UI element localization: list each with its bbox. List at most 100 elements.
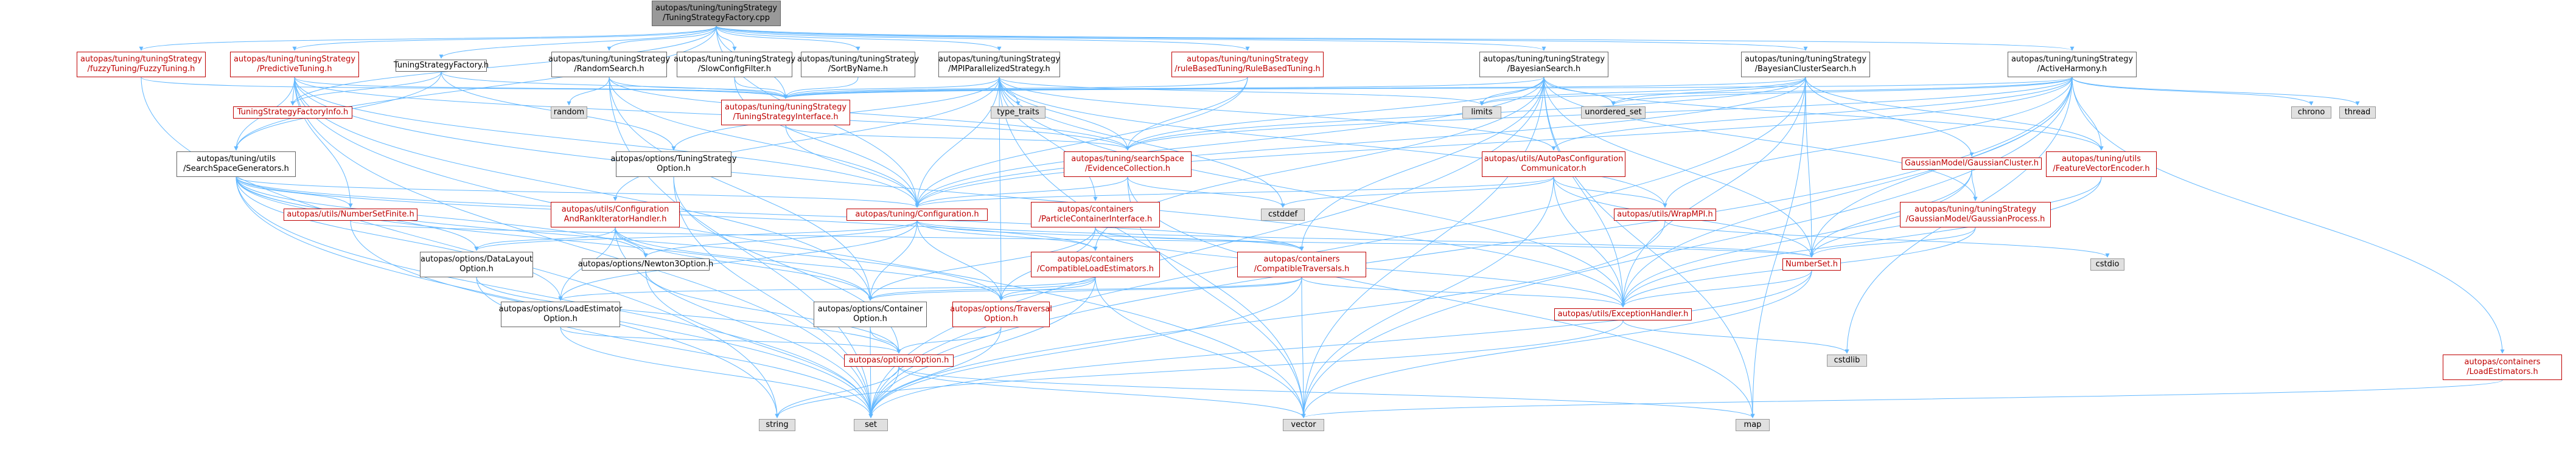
edge-traversalopt-to-set <box>868 327 1002 418</box>
edge-bayescluster-to-unorderedset <box>1611 77 1806 106</box>
edge-datalayout-to-option <box>476 277 901 354</box>
graph-node-numbersetfinite[interactable]: autopas/utils/NumberSetFinite.h <box>284 209 417 221</box>
edge-root-to-factoryh <box>439 26 717 59</box>
graph-node-typetraits: type_traits <box>991 106 1045 119</box>
graph-node-label: AndRankIteratorHandler.h <box>564 215 667 224</box>
graph-node-label: /LoadEstimators.h <box>2466 367 2538 376</box>
edge-root-to-fuzzy <box>139 26 717 51</box>
edge-evidence-to-cstddef <box>1127 176 1285 208</box>
graph-node-label: autopas/tuning/utils <box>2061 154 2141 164</box>
edge-configuration-to-loadestopt <box>558 220 918 301</box>
edge-bayescluster-to-exception <box>1621 77 1806 308</box>
graph-node-label: /BayesianClusterSearch.h <box>1754 64 1857 74</box>
graph-node-label: /ruleBasedTuning/RuleBasedTuning.h <box>1175 64 1321 74</box>
graph-node-label: /FeatureVectorEncoder.h <box>2053 164 2150 173</box>
graph-node-factoryh[interactable]: TuningStrategyFactory.h <box>394 60 489 72</box>
graph-node-label: string <box>766 420 789 429</box>
graph-node-bayescluster[interactable]: autopas/tuning/tuningStrategy/BayesianCl… <box>1741 52 1870 77</box>
edge-rulebased-to-evidence <box>1125 77 1248 151</box>
edge-random-to-tsi <box>609 77 788 99</box>
graph-node-ssg[interactable]: autopas/tuning/utils/SearchSpaceGenerato… <box>176 151 296 177</box>
edge-bayes-to-featurevec <box>1543 77 2104 151</box>
graph-node-label: Option.h <box>853 314 887 324</box>
graph-node-label: /MPIParallelizedStrategy.h <box>948 64 1050 74</box>
graph-node-wrapmpi[interactable]: autopas/utils/WrapMPI.h <box>1614 209 1716 221</box>
graph-node-option[interactable]: autopas/options/Option.h <box>844 355 954 367</box>
graph-node-tsi[interactable]: autopas/tuning/tuningStrategy/TuningStra… <box>721 100 850 125</box>
edge-bayes-to-vector <box>1301 77 1545 418</box>
graph-node-newton3[interactable]: autopas/options/Newton3Option.h <box>578 258 713 271</box>
graph-node-label: autopas/utils/AutoPasConfiguration <box>1484 154 1624 164</box>
graph-node-label: /GaussianModel/GaussianProcess.h <box>1905 215 2045 224</box>
edge-active-to-thread <box>2072 77 2360 106</box>
graph-node-mpi[interactable]: autopas/tuning/tuningStrategy/MPIParalle… <box>938 52 1060 77</box>
graph-node-featurevec[interactable]: autopas/tuning/utils/FeatureVectorEncode… <box>2046 151 2157 177</box>
edge-bayes-to-set <box>868 77 1545 418</box>
graph-node-label: /CompatibleLoadEstimators.h <box>1037 265 1154 274</box>
graph-node-configuration[interactable]: autopas/tuning/Configuration.h <box>846 209 988 221</box>
graph-node-factoryinfo[interactable]: TuningStrategyFactoryInfo.h <box>233 106 352 119</box>
graph-node-label: autopas/tuning/tuningStrategy <box>797 55 920 64</box>
edge-predictive-to-tsi <box>294 77 788 99</box>
edge-mpi-to-wrapmpi <box>999 77 1667 208</box>
graph-node-fuzzy[interactable]: autopas/tuning/tuningStrategy/fuzzyTunin… <box>77 52 206 77</box>
edge-newton3-to-set <box>645 270 873 418</box>
edge-ssg-to-configuration <box>236 176 920 208</box>
edge-mpi-to-autopasconfcomm <box>999 77 1556 151</box>
graph-node-sortbyname[interactable]: autopas/tuning/tuningStrategy/SortByName… <box>797 52 919 77</box>
edge-bayescluster-to-tsi <box>783 77 1806 99</box>
edge-predictive-to-containeropt <box>294 77 873 301</box>
graph-node-bayes[interactable]: autopas/tuning/tuningStrategy/BayesianSe… <box>1479 52 1608 77</box>
graph-node-rulebased[interactable]: autopas/tuning/tuningStrategy/ruleBasedT… <box>1171 52 1324 77</box>
edge-autopasconfcomm-to-wrapmpi <box>1553 176 1667 208</box>
graph-node-evidence[interactable]: autopas/tuning/searchSpace/EvidenceColle… <box>1064 151 1192 177</box>
edge-ssg-to-traversalopt <box>236 176 1004 301</box>
graph-node-label: autopas/tuning/tuningStrategy <box>548 55 671 64</box>
edge-option-to-string <box>775 366 899 418</box>
edge-option-to-set <box>868 366 899 418</box>
edge-exception-to-cstdlib <box>1622 320 1849 354</box>
graph-node-label: /PredictiveTuning.h <box>257 64 332 74</box>
graph-node-compload[interactable]: autopas/containers/CompatibleLoadEstimat… <box>1031 252 1160 277</box>
edge-ssg-to-newton3 <box>236 176 648 258</box>
graph-node-active[interactable]: autopas/tuning/tuningStrategy/ActiveHarm… <box>2008 52 2137 77</box>
graph-node-label: autopas/utils/Configuration <box>561 205 669 214</box>
edge-ssg-to-loadestopt <box>236 176 563 301</box>
edge-configuration-to-newton3 <box>643 220 918 258</box>
graph-node-comptrav[interactable]: autopas/containers/CompatibleTraversals.… <box>1237 252 1366 277</box>
graph-node-label: NumberSet.h <box>1785 260 1838 269</box>
graph-node-gmcluster[interactable]: GaussianModel/GaussianCluster.h <box>1902 158 2042 170</box>
edge-ssg-to-containeropt <box>236 176 873 301</box>
graph-node-label: /CompatibleTraversals.h <box>1254 265 1350 274</box>
graph-node-label: autopas/tuning/tuningStrategy <box>2011 55 2134 64</box>
edge-gmprocess-to-numberset <box>1809 227 1976 258</box>
graph-node-label: cstdio <box>2095 260 2120 269</box>
graph-node-label: autopas/utils/ExceptionHandler.h <box>1557 310 1689 319</box>
edge-compload-to-loadestopt <box>558 277 1096 301</box>
graph-node-exception[interactable]: autopas/utils/ExceptionHandler.h <box>1554 308 1692 320</box>
graph-node-label: cstddef <box>1268 210 1298 219</box>
edge-bayes-to-exception <box>1543 77 1625 308</box>
edge-loadestopt-to-set <box>560 327 873 418</box>
edge-loadestimators-to-vector <box>1301 379 2503 418</box>
graph-node-numberset[interactable]: NumberSet.h <box>1782 258 1841 271</box>
graph-node-random[interactable]: autopas/tuning/tuningStrategy/RandomSear… <box>548 52 671 77</box>
graph-node-loadestimators[interactable]: autopas/containers/LoadEstimators.h <box>2443 355 2562 380</box>
graph-node-pcinterface[interactable]: autopas/containers/ParticleContainerInte… <box>1031 202 1160 227</box>
graph-node-predictive[interactable]: autopas/tuning/tuningStrategy/Predictive… <box>230 52 359 77</box>
edge-root-to-predictive <box>292 26 717 51</box>
edge-bayescluster-to-numberset <box>1805 77 1814 258</box>
edge-pcinterface-to-comptrav <box>1095 227 1304 251</box>
graph-node-set: set <box>854 419 888 431</box>
edge-bayes-to-limits <box>1479 77 1545 106</box>
graph-node-slowconfig[interactable]: autopas/tuning/tuningStrategy/SlowConfig… <box>674 52 795 77</box>
edge-mpi-to-configuration <box>915 77 1000 208</box>
graph-node-gmprocess[interactable]: autopas/tuning/tuningStrategy/GaussianMo… <box>1900 202 2051 227</box>
